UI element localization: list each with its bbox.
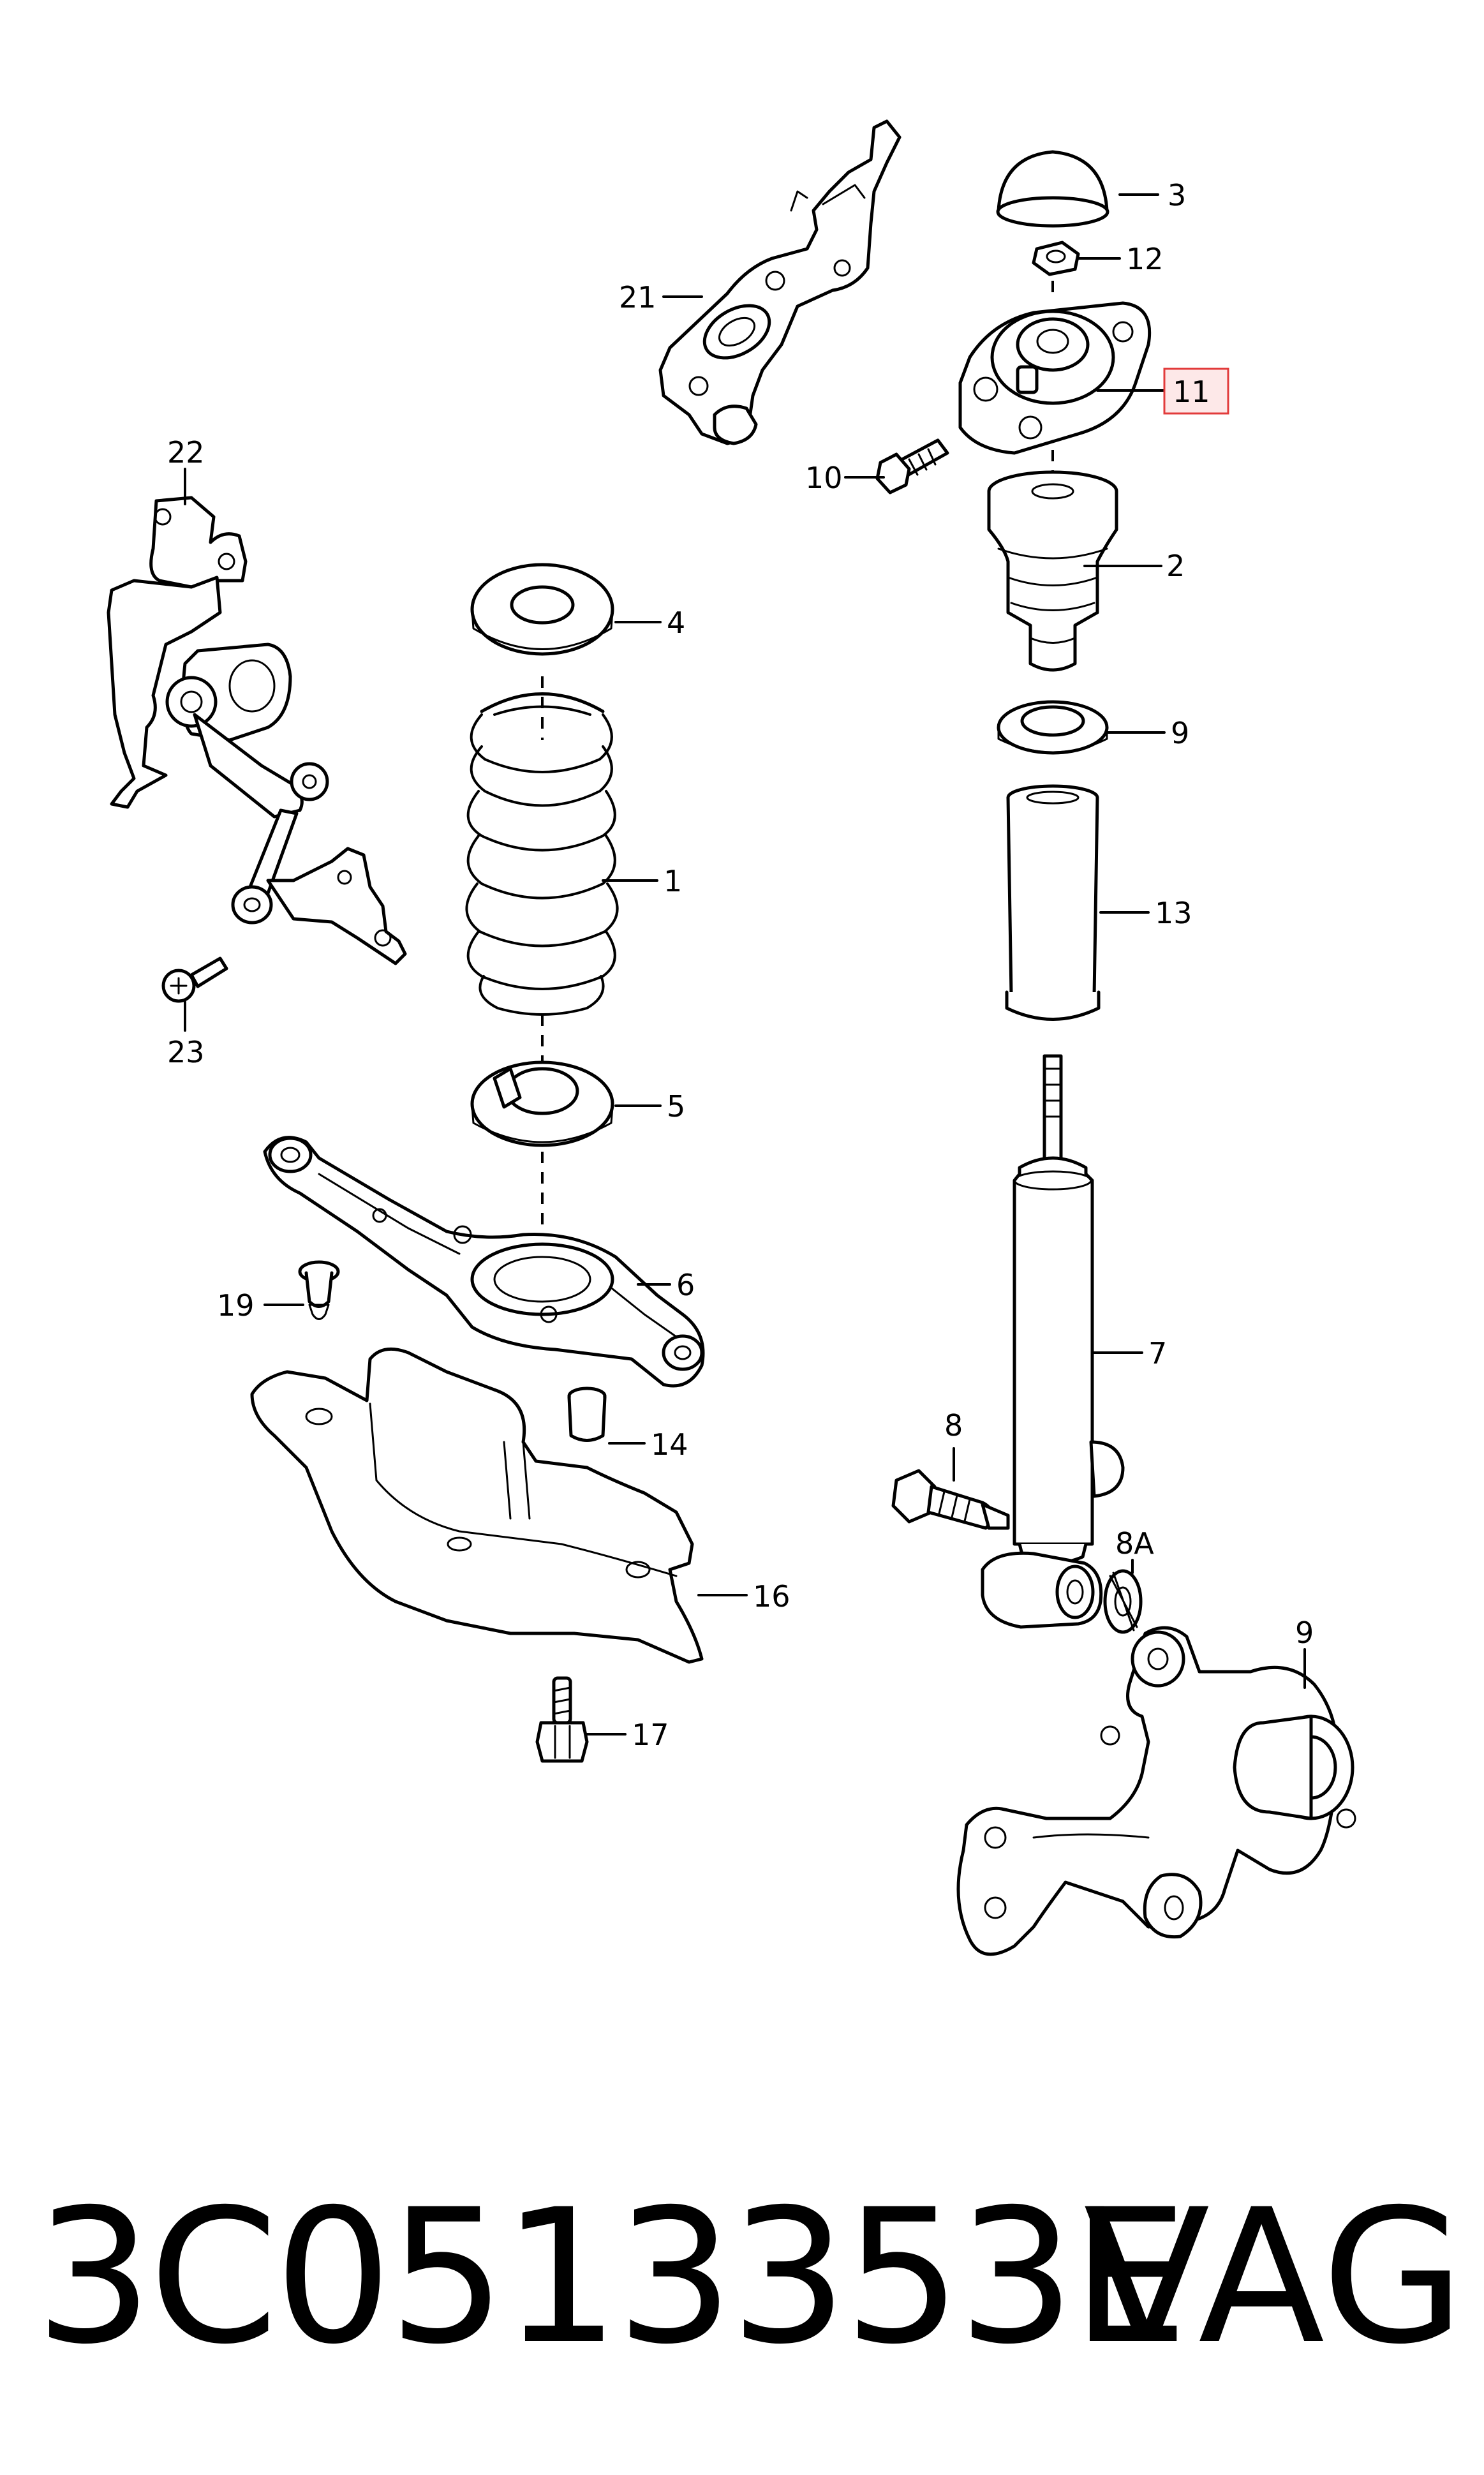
- part-12-bolt: [875, 438, 949, 494]
- part-16-nut: [567, 1386, 607, 1442]
- callout-4[interactable]: 4: [667, 606, 685, 640]
- part-2-bump-stop: [987, 470, 1118, 672]
- part-10-ring: [997, 700, 1109, 755]
- part-5-lower-pad: [470, 1060, 614, 1251]
- callout-2[interactable]: 2: [1166, 549, 1185, 583]
- part-17-cover: [250, 1347, 704, 1664]
- callout-6[interactable]: 6: [676, 1268, 695, 1302]
- callout-18[interactable]: 17: [632, 1718, 669, 1752]
- leader-lines: [184, 193, 1306, 1735]
- part-8a-washer: [1103, 1569, 1143, 1634]
- callout-12-label[interactable]: 10: [805, 461, 843, 495]
- part-3-cap: [996, 150, 1109, 228]
- callout-3[interactable]: 3: [1168, 178, 1186, 212]
- callout-19[interactable]: 19: [217, 1288, 255, 1323]
- part-18-bolt: [535, 1676, 589, 1763]
- callout-11[interactable]: 11: [1173, 375, 1210, 409]
- callout-17[interactable]: 16: [753, 1579, 790, 1614]
- callout-22[interactable]: 22: [167, 435, 205, 470]
- brand-label: VAG: [1083, 2170, 1465, 2385]
- part-13-nut: [1032, 241, 1080, 276]
- callout-23[interactable]: 23: [167, 1035, 205, 1069]
- callout-11-highlight: [1163, 368, 1229, 415]
- callout-16[interactable]: 14: [651, 1427, 688, 1462]
- part-6-control-arm: [263, 1136, 705, 1388]
- callout-5[interactable]: 5: [667, 1089, 685, 1124]
- callout-9-text[interactable]: 9: [1295, 1616, 1314, 1650]
- callout-10-label[interactable]: 9: [1171, 716, 1189, 750]
- callout-13[interactable]: 12: [1126, 242, 1164, 276]
- callouts: 3 12 11 11 10 2 10 9 13 7 8 8A 9 8A 9 4 …: [167, 178, 1314, 1752]
- callout-14[interactable]: 13: [1155, 896, 1192, 930]
- part-7-shock-absorber: [981, 1054, 1125, 1629]
- part-22-sensor: [107, 496, 407, 965]
- part-8-bolt: [891, 1469, 1010, 1530]
- callout-21[interactable]: 21: [619, 280, 657, 315]
- part-23-screw: [161, 956, 228, 1003]
- part-19-clip: [298, 1260, 340, 1320]
- part-4-upper-pad: [470, 563, 614, 656]
- callout-1[interactable]: 1: [664, 864, 682, 898]
- callout-8a[interactable]: 8A: [1115, 1526, 1154, 1561]
- part-21-bracket: [658, 119, 902, 445]
- part-9-wheel-carrier: [956, 1626, 1356, 1956]
- part-number: 3C0513353E: [35, 2170, 1189, 2385]
- part-14-sleeve: [1005, 784, 1101, 1021]
- callout-7[interactable]: 7: [1148, 1336, 1167, 1371]
- callout-8[interactable]: 8: [944, 1408, 963, 1443]
- part-11-top-mount: [958, 281, 1152, 485]
- part-1-coil-spring: [465, 676, 619, 1072]
